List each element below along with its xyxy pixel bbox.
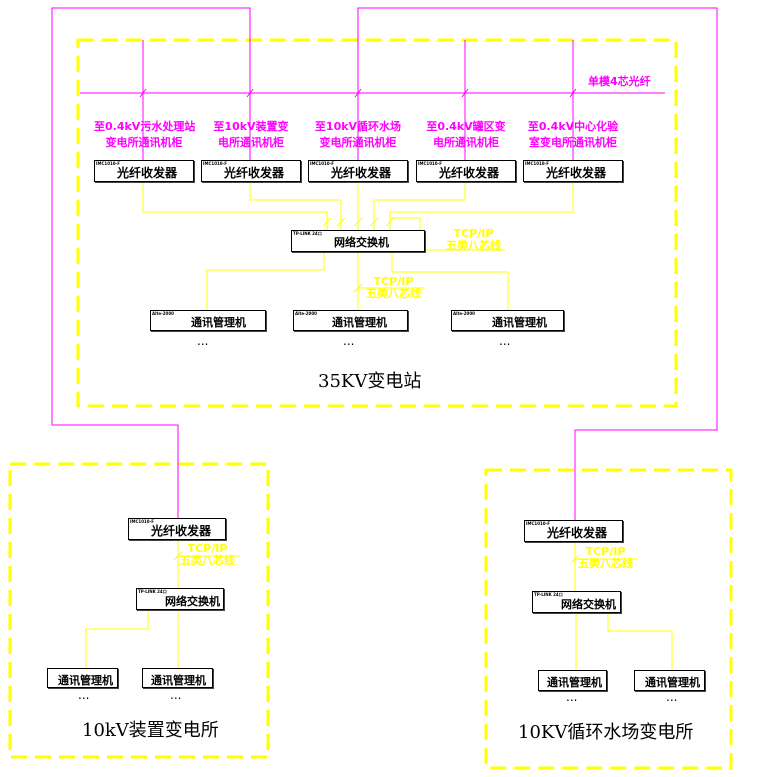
device-label: 通讯管理机 (492, 316, 547, 329)
fiber-type-label: 单模4芯光纤 (588, 75, 651, 88)
cable-type: 五类八芯线 (578, 557, 633, 570)
cable-type: 五类八芯线 (366, 287, 421, 300)
more-indicator: ... (78, 688, 90, 702)
comm-manager: Alte-2000 通讯管理机 (451, 310, 564, 331)
device-model: IMC1010-F (130, 519, 154, 524)
comm-manager: Alte-2000 通讯管理机 (150, 310, 266, 331)
comm-manager: 通讯管理机 (634, 670, 705, 691)
destination-line1: 至0.4kV中心化验 (527, 120, 619, 133)
fiber-line-to-10kv-water (357, 7, 718, 520)
device-label: 光纤收发器 (547, 526, 608, 540)
destination-line1: 至10kV循环水场 (314, 120, 402, 133)
device-label: 通讯管理机 (191, 316, 246, 329)
destination-label: 至10kV装置变电所通讯机柜 (201, 119, 301, 151)
boundary-10kv-water (484, 468, 733, 770)
device-label: 通讯管理机 (645, 676, 700, 689)
device-model: IMC1010-F (525, 161, 549, 166)
destination-line2: 电所通讯机柜 (218, 136, 284, 149)
destination-line1: 至0.4kV污水处理站 (94, 120, 196, 133)
device-label: 光纤收发器 (117, 166, 178, 180)
more-indicator: ... (170, 688, 182, 702)
more-indicator: ... (499, 334, 511, 348)
device-label: 网络交换机 (334, 236, 389, 249)
device-model: Alte-2000 (453, 311, 475, 316)
device-model: TP-LINK 24口 (293, 231, 322, 236)
destination-line2: 变电所通讯机柜 (319, 136, 397, 149)
destination-line1: 至10kV装置变 (213, 120, 289, 133)
device-label: 通讯管理机 (151, 674, 206, 687)
device-model: IMC1010-F (418, 161, 442, 166)
device-label: 光纤收发器 (224, 166, 285, 180)
device-label: 光纤收发器 (331, 166, 392, 180)
destination-line1: 至0.4kV罐区变 (426, 120, 506, 133)
fiber-line-to-10kv-device (51, 7, 251, 518)
device-model: TP-LINK 24口 (534, 592, 563, 597)
comm-manager: 通讯管理机 (47, 668, 118, 688)
destination-label: 至0.4kV污水处理站变电所通讯机柜 (94, 119, 196, 151)
device-model: IMC1010-F (526, 521, 550, 526)
device-label: 通讯管理机 (58, 674, 113, 687)
device-label: 网络交换机 (165, 595, 220, 608)
destination-label: 至0.4kV中心化验室变电所通讯机柜 (523, 119, 623, 151)
destination-line2: 电所通讯机柜 (433, 136, 499, 149)
device-model: Alte-2000 (295, 311, 317, 316)
comm-manager: 通讯管理机 (538, 670, 607, 691)
network-switch: TP-LINK 24口网络交换机 (136, 588, 224, 610)
station-title: 10KV循环水场变电所 (518, 722, 694, 743)
destination-line2: 变电所通讯机柜 (105, 136, 183, 149)
cable-protocol: TCP/IP (453, 227, 494, 240)
device-label: 光纤收发器 (439, 166, 500, 180)
boundary-35kv (76, 38, 678, 408)
station-title: 35KV变电站 (318, 371, 422, 392)
device-label: 通讯管理机 (332, 316, 387, 329)
device-model: IMC1010-F (203, 161, 227, 166)
cable-type: 五类八芯线 (446, 239, 501, 252)
network-switch: TP-LINK 24口网络交换机 (291, 230, 425, 252)
cable-protocol: TCP/IP (187, 542, 228, 555)
network-switch: TP-LINK 24口网络交换机 (532, 591, 621, 613)
device-label: 通讯管理机 (547, 676, 602, 689)
more-indicator: ... (343, 334, 355, 348)
more-indicator: ... (197, 334, 209, 348)
cable-protocol: TCP/IP (585, 545, 626, 558)
device-model: Alte-2000 (152, 311, 174, 316)
device-label: 光纤收发器 (546, 166, 607, 180)
device-label: 光纤收发器 (151, 524, 212, 538)
cable-type: 五类八芯线 (180, 554, 235, 567)
comm-manager: 通讯管理机 (142, 668, 213, 688)
device-model: IMC1010-F (96, 161, 120, 166)
cable-protocol: TCP/IP (373, 275, 414, 288)
more-indicator: ... (566, 690, 578, 704)
destination-line2: 室变电所通讯机柜 (529, 136, 617, 149)
destination-label: 至0.4kV罐区变电所通讯机柜 (416, 119, 516, 151)
station-title: 10kV装置变电所 (82, 720, 219, 741)
device-label: 网络交换机 (561, 598, 616, 611)
boundary-10kv-device (8, 462, 270, 759)
destination-label: 至10kV循环水场变电所通讯机柜 (308, 119, 408, 151)
device-model: IMC1010-F (310, 161, 334, 166)
comm-manager: Alte-2000 通讯管理机 (293, 310, 408, 331)
more-indicator: ... (666, 690, 678, 704)
device-model: TP-LINK 24口 (138, 589, 167, 594)
